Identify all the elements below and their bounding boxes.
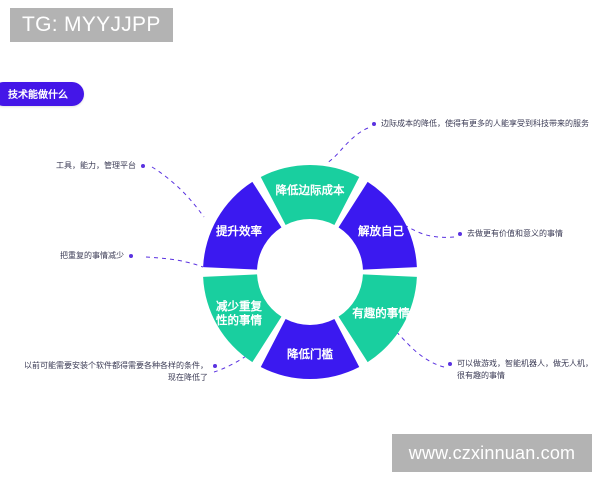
- donut-label-1: 降低边际成本: [276, 183, 345, 197]
- annotation-6: 以前可能需要安装个软件都得需要各种各样的条件， 现在降低了: [24, 360, 222, 385]
- donut-segment-4[interactable]: [260, 319, 360, 379]
- bullet-dot-icon: [448, 362, 452, 366]
- donut-label-4: 降低门槛: [287, 347, 333, 361]
- donut-segment-3[interactable]: [338, 274, 417, 363]
- bullet-dot-icon: [372, 122, 376, 126]
- donut-label-5: 减少重复性的事情: [216, 299, 262, 327]
- bullet-dot-icon: [141, 164, 145, 168]
- annotation-1-text: 边际成本的降低，使得有更多的人能享受到科技带来的服务: [381, 119, 589, 128]
- connector-line-3: [390, 325, 445, 368]
- donut-segment-1[interactable]: [260, 165, 360, 225]
- annotation-5-text: 把重复的事情减少: [60, 251, 124, 260]
- section-title-pill: 技术能做什么: [0, 82, 84, 106]
- tg-handle-banner: TG: MYYJJPP: [10, 8, 173, 43]
- annotation-1: 边际成本的降低，使得有更多的人能享受到科技带来的服务: [372, 118, 598, 130]
- donut-label-2: 解放自己: [358, 224, 404, 238]
- annotation-4: 工具，能力，管理平台: [56, 160, 166, 172]
- donut-segments: [203, 165, 417, 379]
- annotation-3: 可以做游戏，智能机器人，做无人机， 很有趣的事情: [448, 358, 598, 383]
- annotation-4-text: 工具，能力，管理平台: [56, 161, 136, 170]
- donut-segment-6[interactable]: [203, 181, 282, 270]
- connector-line-1: [326, 127, 369, 164]
- connector-line-4: [151, 166, 205, 218]
- donut-label-6: 提升效率: [216, 224, 262, 238]
- donut-label-3: 有趣的事情: [352, 306, 410, 320]
- bullet-dot-icon: [213, 364, 217, 368]
- connector-line-2: [405, 225, 455, 238]
- annotation-5: 把重复的事情减少: [60, 250, 166, 262]
- connector-line-5: [145, 256, 204, 268]
- bullet-dot-icon: [129, 254, 133, 258]
- donut-segment-2[interactable]: [338, 181, 417, 270]
- annotation-2: 去做更有价值和意义的事情: [458, 228, 598, 240]
- annotation-6-text: 以前可能需要安装个软件都得需要各种各样的条件， 现在降低了: [24, 361, 208, 383]
- bullet-dot-icon: [458, 232, 462, 236]
- annotation-3-text: 可以做游戏，智能机器人，做无人机， 很有趣的事情: [457, 359, 593, 381]
- site-watermark: www.czxinnuan.com: [392, 434, 592, 472]
- donut-segment-5[interactable]: [203, 274, 282, 363]
- annotation-2-text: 去做更有价值和意义的事情: [467, 229, 563, 238]
